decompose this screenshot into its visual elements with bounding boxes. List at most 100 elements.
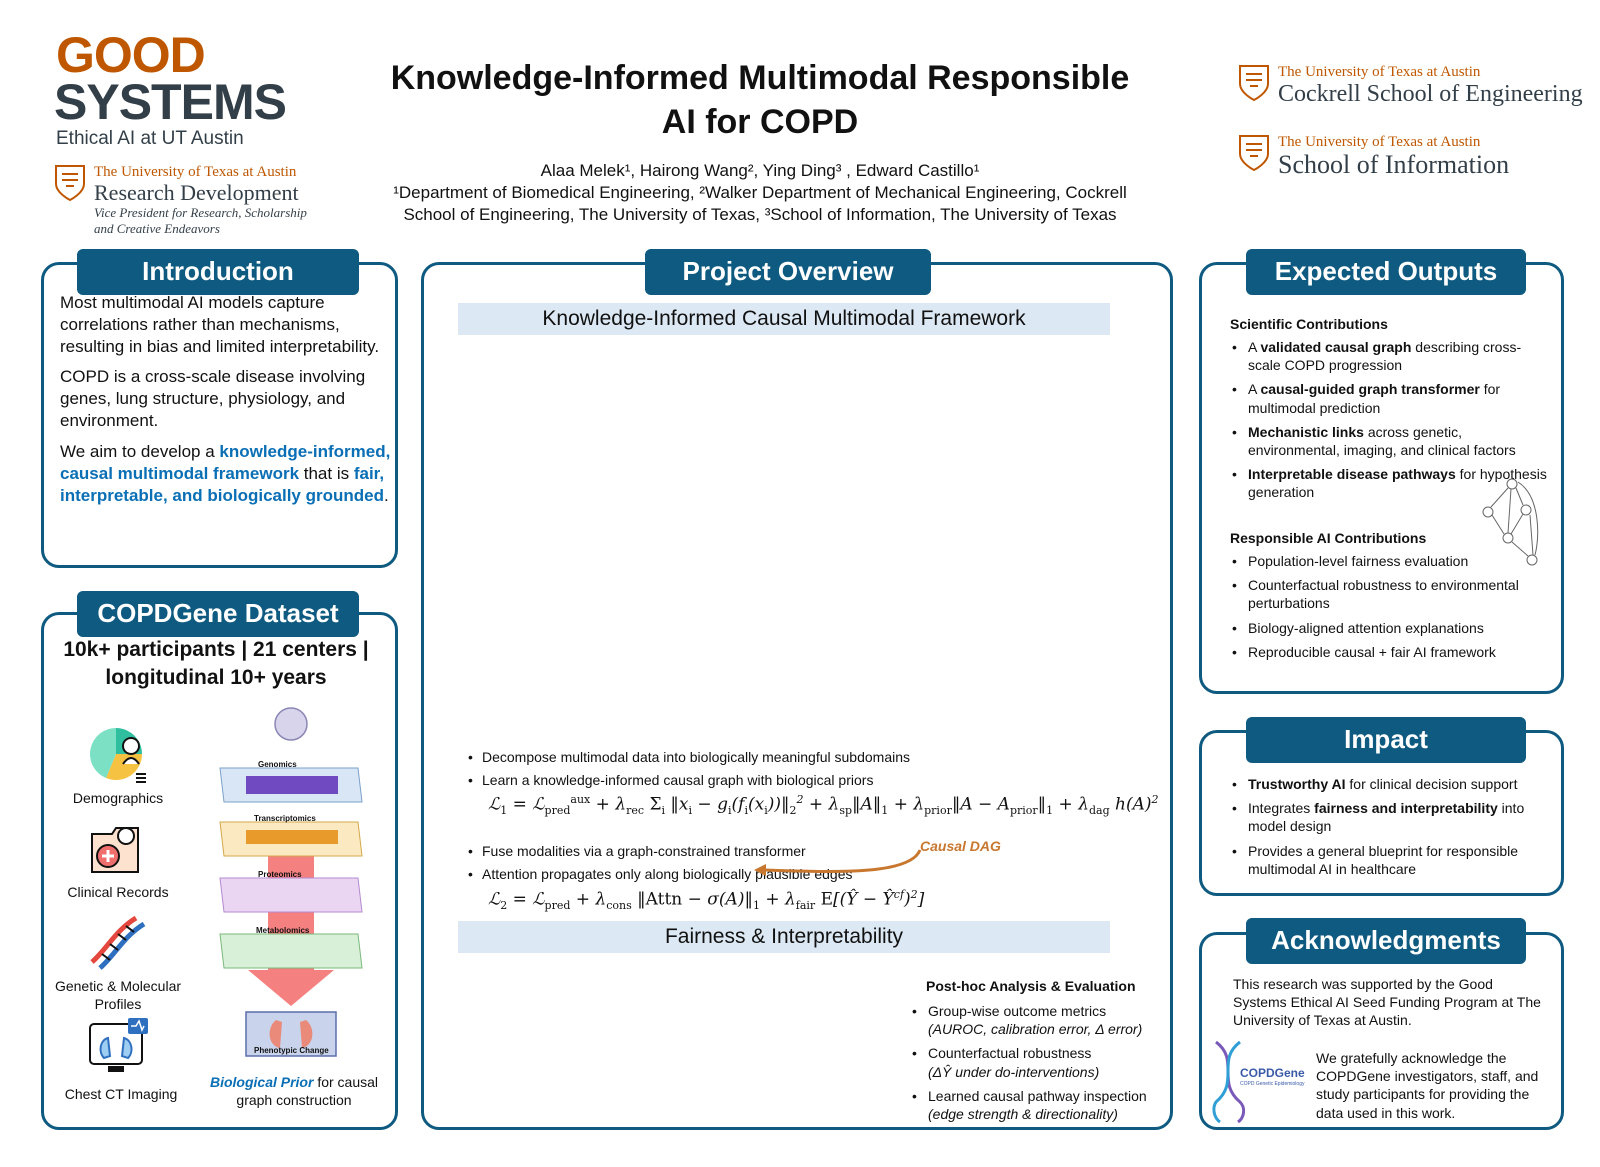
sci-pre: A [1248, 381, 1261, 398]
title-line-2: AI for COPD [661, 103, 859, 142]
ct-scan-icon [86, 1016, 150, 1074]
overview-bullet: Fuse modalities via a graph-constrained … [468, 842, 1108, 860]
impact-post: into model design [1248, 800, 1525, 835]
sci-post: for multimodal prediction [1248, 381, 1501, 416]
modality-clinical-records: Clinical Records [67, 884, 169, 900]
eng-name: Cockrell School of Engineering [1278, 80, 1583, 107]
intro-p3-a: We aim to develop a [60, 441, 220, 461]
impact-pre: Integrates [1248, 800, 1315, 817]
sci-bold: Mechanistic links [1248, 423, 1364, 440]
biological-prior-highlight: Biological Prior [209, 1074, 314, 1090]
resp-item: Reproducible causal + fair AI framework [1230, 643, 1530, 661]
overview-tab: Project Overview [645, 249, 931, 295]
clinical-records-icon [88, 816, 148, 878]
posthoc-item: Group-wise outcome metrics(AUROC, calibr… [910, 1002, 1160, 1038]
impact-tab: Impact [1246, 717, 1526, 763]
causal-dag-arrow [754, 849, 922, 876]
good-systems-tagline: Ethical AI at UT Austin [56, 128, 244, 149]
intro-paragraph-2: COPD is a cross-scale disease involving … [60, 367, 366, 431]
sci-item: Mechanistic links across genetic, enviro… [1230, 423, 1550, 459]
impact-item: Provides a general blueprint for respons… [1230, 842, 1550, 878]
ack-tab: Acknowledgments [1246, 918, 1526, 964]
eng-university: The University of Texas at Austin [1278, 64, 1481, 80]
omics-proteomics: Proteomics [258, 870, 302, 879]
intro-p3-highlight-1: knowledge-informed, causal multimodal fr… [60, 441, 391, 483]
modality-demographics: Demographics [72, 790, 164, 806]
ut-shield-icon [1238, 134, 1270, 172]
introduction-text: Most multimodal AI models capture correl… [60, 292, 392, 515]
title-line-1: Knowledge-Informed Multimodal Responsibl… [390, 59, 1130, 97]
posthoc-sub: (ΔŶ under do-interventions) [928, 1063, 1100, 1080]
copdgene-dna-icon [1212, 1040, 1246, 1124]
resp-contrib-title: Responsible AI Contributions [1230, 530, 1427, 546]
poster-title: Knowledge-Informed Multimodal Responsibl… [360, 56, 1160, 144]
causal-dag-label: Causal DAG [920, 838, 1001, 854]
omics-stack-figure [216, 706, 366, 1064]
posthoc-list: Group-wise outcome metrics(AUROC, calibr… [910, 1002, 1160, 1129]
rd-name: Research Development [94, 179, 299, 205]
posthoc-sub: (AUROC, calibration error, Δ error) [928, 1021, 1143, 1038]
impact-pre: Provides a general blueprint for respons… [1248, 842, 1519, 877]
omics-metabolomics: Metabolomics [256, 926, 310, 935]
modality-chest-ct: Chest CT Imaging [64, 1086, 178, 1102]
info-name: School of Information [1278, 149, 1510, 179]
modality-genetic: Genetic & Molecular Profiles [54, 978, 182, 1012]
fairness-title-bar: Fairness & Interpretability [458, 921, 1110, 953]
copdgene-logo-sub: COPD Genetic Epidemiology [1240, 1081, 1305, 1087]
affiliation-line-1: ¹Department of Biomedical Engineering, ²… [393, 183, 1127, 203]
ut-shield-icon [1238, 64, 1270, 102]
authors-block: Alaa Melek¹, Hairong Wang², Ying Ding³ ,… [340, 160, 1180, 226]
intro-p3-c: that is [299, 463, 354, 483]
outputs-tab: Expected Outputs [1246, 249, 1526, 295]
sci-bold: Interpretable disease pathways [1248, 466, 1456, 483]
ack-paragraph-2: We gratefully acknowledge the COPDGene i… [1316, 1050, 1539, 1121]
sci-contrib-list: A validated causal graph describing cros… [1230, 338, 1550, 508]
framework-title-bar: Knowledge-Informed Causal Multimodal Fra… [458, 303, 1110, 335]
omics-transcriptomics: Transcriptomics [254, 814, 316, 823]
resp-contrib-list: Population-level fairness evaluation Cou… [1230, 552, 1530, 667]
sci-post: across genetic, environmental, imaging, … [1248, 423, 1516, 458]
sci-post: for hypothesis generation [1248, 466, 1547, 501]
omics-genomics: Genomics [258, 760, 297, 769]
intro-paragraph-3: We aim to develop a knowledge-informed, … [60, 441, 392, 507]
sci-bold: causal-guided graph transformer [1260, 381, 1480, 398]
posthoc-main: Counterfactual robustness [928, 1045, 1092, 1062]
posthoc-sub: (edge strength & directionality) [928, 1105, 1118, 1122]
sci-item: A causal-guided graph transformer for mu… [1230, 380, 1550, 416]
dataset-tab: COPDGene Dataset [77, 591, 359, 637]
posthoc-item: Learned causal pathway inspection(edge s… [910, 1087, 1160, 1123]
intro-p3-highlight-2: fair, interpretable, and biologically gr… [60, 463, 385, 505]
resp-item: Biology-aligned attention explanations [1230, 619, 1530, 637]
dna-icon [86, 910, 150, 972]
biological-prior-caption: Biological Prior for causal graph constr… [206, 1074, 382, 1109]
dataset-headline: 10k+ participants | 21 centers | longitu… [63, 638, 369, 690]
overview-bullet: Learn a knowledge-informed causal graph … [468, 771, 1108, 789]
ischool-logo: The University of Texas at Austin School… [1238, 134, 1509, 179]
good-systems-logo-good: GOOD [56, 27, 206, 83]
ack-paragraph-1: This research was supported by the Good … [1233, 976, 1541, 1029]
impact-list: Trustworthy AI for clinical decision sup… [1230, 775, 1550, 884]
ut-shield-icon [54, 164, 86, 202]
impact-bold: fairness and interpretability [1314, 800, 1498, 817]
sci-pre: A [1248, 339, 1261, 355]
resp-item: Population-level fairness evaluation [1230, 552, 1530, 570]
sci-bold: validated causal graph [1260, 339, 1412, 355]
overview-bullets-1: Decompose multimodal data into biologica… [468, 748, 1108, 794]
sci-contrib-title: Scientific Contributions [1230, 316, 1388, 332]
biological-prior-rest: for causal graph construction [236, 1074, 379, 1108]
sci-item: Interpretable disease pathways for hypot… [1230, 465, 1550, 501]
resp-item: Counterfactual robustness to environment… [1230, 576, 1530, 612]
rd-sub2: and Creative Endeavors [94, 220, 220, 236]
posthoc-main: Learned causal pathway inspection [928, 1087, 1147, 1104]
intro-paragraph-1: Most multimodal AI models capture correl… [60, 293, 380, 357]
copdgene-logo-text: COPDGene [1240, 1066, 1305, 1080]
posthoc-item: Counterfactual robustness(ΔŶ under do-in… [910, 1044, 1160, 1080]
rd-sub1: Vice President for Research, Scholarship [94, 204, 307, 220]
overview-bullet: Decompose multimodal data into biologica… [468, 748, 1108, 766]
sci-item: A validated causal graph describing cros… [1230, 338, 1550, 374]
loss-equation-2: ℒ2 = ℒpred + λcons ‖Attn − σ(A)‖1 + λfai… [488, 888, 925, 913]
intro-p3-e: . [383, 485, 389, 505]
research-development-logo: The University of Texas at Austin Resear… [54, 164, 307, 237]
impact-item: Trustworthy AI for clinical decision sup… [1230, 775, 1550, 793]
posthoc-title: Post-hoc Analysis & Evaluation [926, 978, 1136, 994]
